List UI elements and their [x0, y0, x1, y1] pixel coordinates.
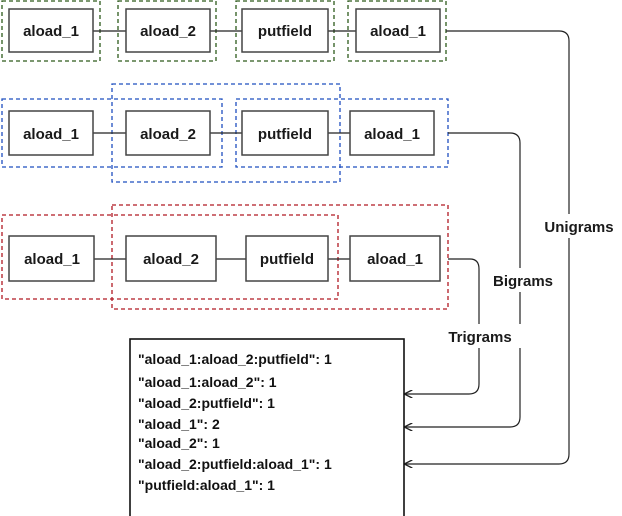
bigram-node-box [349, 110, 435, 156]
bigram-row: aload_1 aload_2 putfield aload_1 [1, 83, 449, 183]
count-line: "aload_1:aload_2": 1 [138, 374, 277, 390]
bigram-node-label: aload_1 [364, 126, 420, 143]
bigram-label-bg [484, 268, 562, 292]
unigram-node-label: putfield [258, 23, 312, 40]
count-line: "aload_2": 1 [138, 435, 220, 451]
unigram-label: Unigrams [544, 219, 613, 236]
count-line: "putfield:aload_1": 1 [138, 477, 275, 493]
trigram-node-label: aload_1 [367, 251, 423, 268]
bigram-node-label: aload_1 [23, 126, 79, 143]
unigram-node-label: aload_1 [370, 23, 426, 40]
bigram-node-box [125, 110, 211, 156]
count-line: "aload_2:putfield": 1 [138, 395, 275, 411]
bigram-node-box [8, 110, 94, 156]
unigram-node-box [241, 8, 329, 53]
trigram-node-box [349, 235, 441, 282]
unigram-route [405, 30, 570, 464]
trigram-label: Trigrams [448, 329, 511, 346]
bigram-node-label: putfield [258, 126, 312, 143]
count-line: "aload_1": 2 [138, 416, 220, 432]
unigram-row: aload_1 aload_2 putfield aload_1 [1, 0, 447, 62]
unigram-node-label: aload_2 [140, 23, 196, 40]
bigram-node-box [241, 110, 329, 156]
trigram-node-label: putfield [260, 251, 314, 268]
bigram-node-label: aload_2 [140, 126, 196, 143]
trigram-node-label: aload_1 [24, 251, 80, 268]
trigram-row: aload_1 aload_2 putfield aload_1 [1, 204, 449, 310]
trigram-group-1 [1, 214, 339, 300]
unigram-node-box [355, 8, 441, 53]
trigram-node-box [125, 235, 217, 282]
unigram-node-label: aload_1 [23, 23, 79, 40]
unigram-label-bg [533, 214, 622, 238]
trigram-node-box [245, 235, 329, 282]
count-line: "aload_1:aload_2:putfield": 1 [138, 351, 332, 367]
trigram-node-label: aload_2 [143, 251, 199, 268]
trigram-node-box [8, 235, 95, 282]
count-line: "aload_2:putfield:aload_1": 1 [138, 456, 332, 472]
trigram-group-2 [111, 204, 449, 310]
bigram-label: Bigrams [493, 273, 553, 290]
unigram-node-box [8, 8, 94, 53]
unigram-node-box [125, 8, 211, 53]
trigram-label-bg [438, 324, 522, 348]
counts-box [129, 338, 405, 516]
